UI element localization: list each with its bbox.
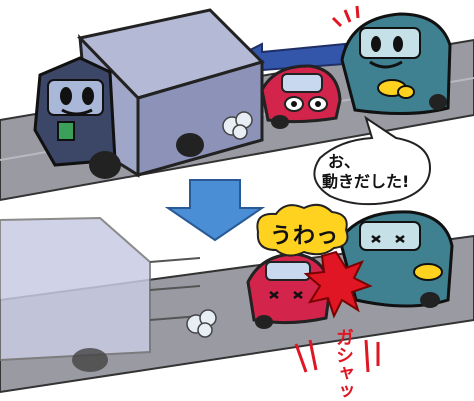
top-teal-van: [331, 5, 452, 116]
crash-sfx-text: ガシャッ: [333, 328, 354, 400]
top-exhaust-puff: [222, 111, 253, 140]
speech-bubble-line2: 動きだした!: [322, 172, 410, 191]
speech-bubble-line1: お、: [328, 152, 361, 171]
shout-text: うわっ: [270, 224, 340, 249]
speech-bubble: [313, 115, 432, 206]
top-truck: [33, 8, 265, 179]
top-red-car: [260, 64, 342, 129]
